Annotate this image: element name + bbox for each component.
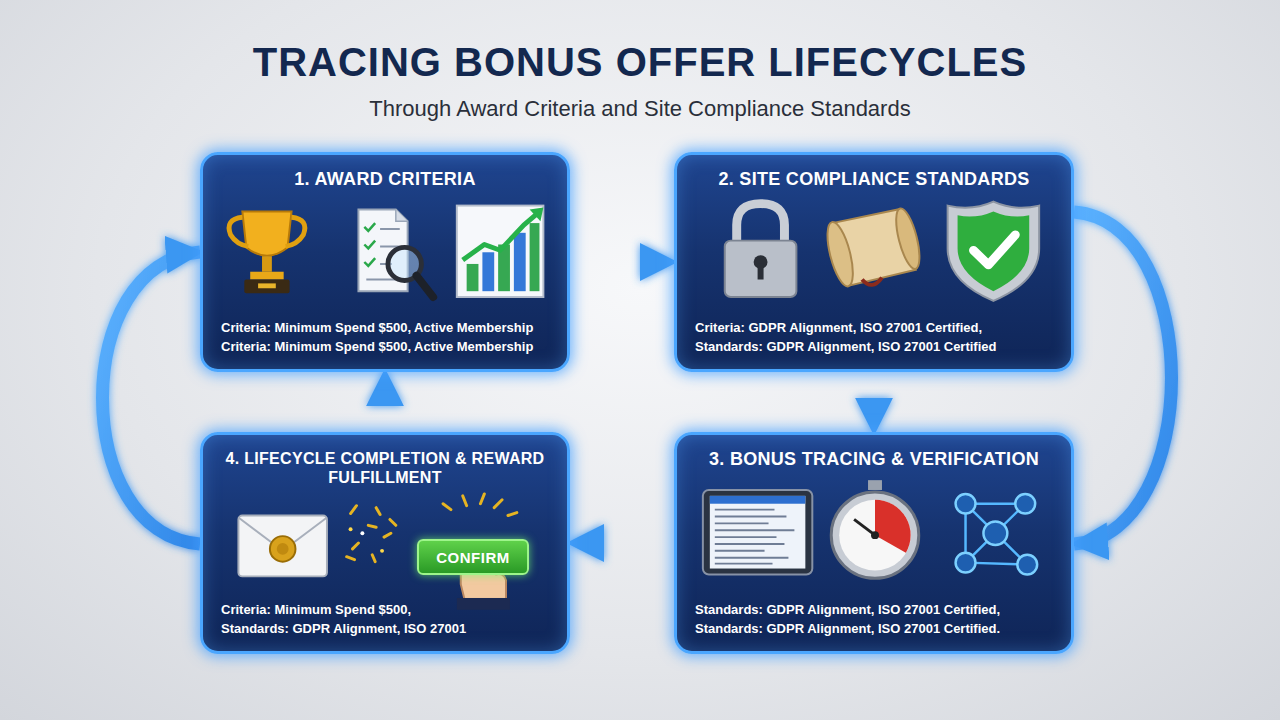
panel-heading: 3. BONUS TRACING & VERIFICATION (689, 449, 1059, 471)
panel-heading: 4. LIFECYCLE COMPLETION & REWARD FULFILL… (215, 449, 555, 487)
process-panel: 3. BONUS TRACING & VERIFICATION Standards… (674, 432, 1074, 654)
trophy-icon (229, 211, 305, 293)
tablet-log-icon (703, 490, 812, 574)
panel-detail-line: Criteria: Minimum Spend $500, Active Mem… (215, 319, 555, 338)
shield-check-icon (948, 202, 1040, 301)
panel-detail-line: Standards: GDPR Alignment, ISO 27001 (215, 620, 555, 639)
growth-chart-icon (457, 206, 544, 297)
scroll-icon (822, 206, 924, 288)
panel-detail-line: Criteria: Minimum Spend $500, (215, 601, 555, 620)
process-panel: 4. LIFECYCLE COMPLETION & REWARD FULFILL… (200, 432, 570, 654)
flow-arrow (103, 252, 201, 544)
process-panel: 2. SITE COMPLIANCE STANDARDS Criteria: GD… (674, 152, 1074, 372)
diagram-subtitle: Through Award Criteria and Site Complian… (0, 96, 1280, 122)
flow-arrow (1074, 212, 1172, 544)
stopwatch-icon (831, 480, 919, 578)
sealed-envelope-icon (238, 516, 327, 577)
confirm-button: CONFIRM (417, 539, 529, 575)
panel-detail-line: Criteria: GDPR Alignment, ISO 27001 Cert… (689, 319, 1059, 338)
button-label: CONFIRM (436, 549, 510, 566)
flow-arrow (377, 372, 393, 432)
panel-detail-line: Criteria: Minimum Spend $500, Active Mem… (215, 338, 555, 357)
document-magnifier-icon (358, 209, 433, 297)
panel-detail-line: Standards: GDPR Alignment, ISO 27001 Cer… (689, 338, 1059, 357)
panel-heading: 2. SITE COMPLIANCE STANDARDS (689, 169, 1059, 191)
process-panel: 1. AWARD CRITERIA Criteria: Minimum Spend… (200, 152, 570, 372)
diagram-title: TRACING BONUS OFFER LIFECYCLES (0, 40, 1280, 85)
padlock-icon (725, 204, 797, 297)
flow-arrow (570, 254, 674, 270)
flow-arrow (866, 372, 882, 432)
panel-heading: 1. AWARD CRITERIA (215, 169, 555, 191)
panel-detail-line: Standards: GDPR Alignment, ISO 27001 Cer… (689, 601, 1059, 620)
network-icon (956, 494, 1038, 575)
confetti-icon (347, 506, 396, 562)
flow-arrow (570, 535, 674, 551)
panel-detail-line: Standards: GDPR Alignment, ISO 27001 Cer… (689, 620, 1059, 639)
confetti-burst-icon (443, 494, 517, 516)
